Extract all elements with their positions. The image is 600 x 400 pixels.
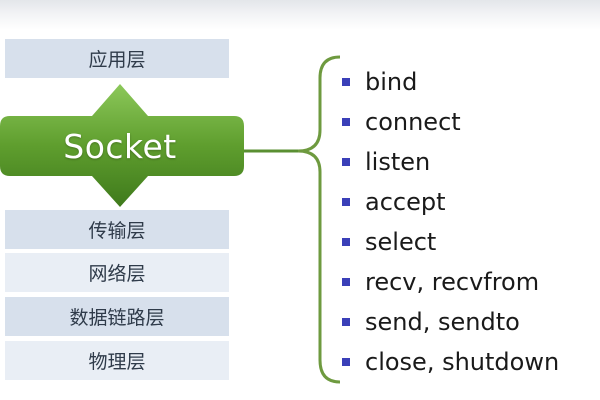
function-name: accept <box>365 188 446 216</box>
function-name: listen <box>365 148 431 176</box>
socket-arrow-shape <box>0 84 244 207</box>
list-item: send, sendto <box>342 302 559 342</box>
layer-network: 网络层 <box>5 253 229 292</box>
list-item: bind <box>342 62 559 102</box>
function-name: send, sendto <box>365 308 520 336</box>
layer-application-label: 应用层 <box>88 49 146 71</box>
list-item: listen <box>342 142 559 182</box>
layer-physical: 物理层 <box>5 341 229 380</box>
curly-brace <box>297 55 341 384</box>
bullet-square-icon <box>342 278 350 286</box>
list-item: recv, recvfrom <box>342 262 559 302</box>
list-item: accept <box>342 182 559 222</box>
layer-physical-label: 物理层 <box>88 351 146 373</box>
function-name: recv, recvfrom <box>365 268 540 296</box>
bullet-square-icon <box>342 78 350 86</box>
bullet-square-icon <box>342 318 350 326</box>
list-item: close, shutdown <box>342 342 559 382</box>
bullet-square-icon <box>342 358 350 366</box>
list-item: connect <box>342 102 559 142</box>
function-name: bind <box>365 68 418 96</box>
layer-data-link-label: 数据链路层 <box>69 307 165 329</box>
list-item: select <box>342 222 559 262</box>
socket-function-list: bind connect listen accept select recv, … <box>342 62 559 382</box>
layer-transport-label: 传输层 <box>88 220 146 242</box>
socket-label: Socket <box>63 126 177 166</box>
bullet-square-icon <box>342 118 350 126</box>
layer-transport: 传输层 <box>5 210 229 249</box>
function-name: select <box>365 228 437 256</box>
bullet-square-icon <box>342 198 350 206</box>
bullet-square-icon <box>342 158 350 166</box>
bullet-square-icon <box>342 238 350 246</box>
layer-network-label: 网络层 <box>88 263 146 285</box>
layer-application: 应用层 <box>5 39 229 78</box>
function-name: close, shutdown <box>365 348 560 376</box>
layer-data-link: 数据链路层 <box>5 297 229 336</box>
function-name: connect <box>365 108 461 136</box>
